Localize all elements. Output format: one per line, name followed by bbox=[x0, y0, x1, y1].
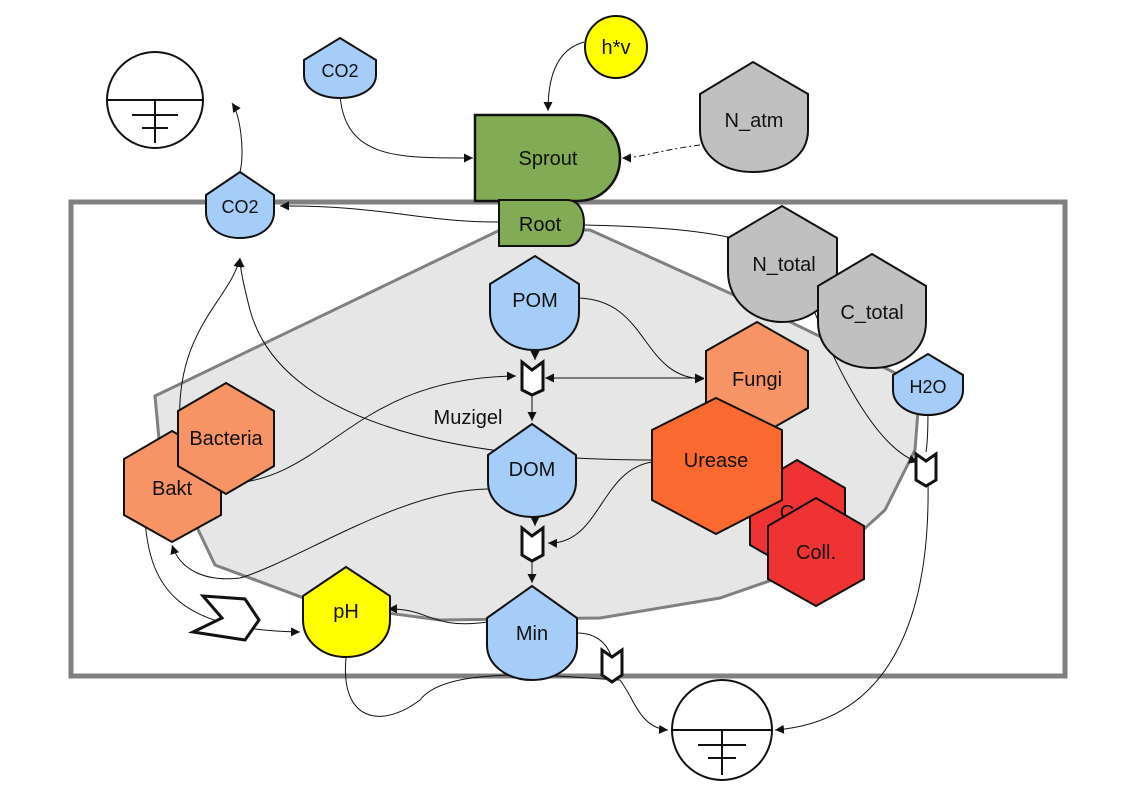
node-sprout: Sprout bbox=[473, 113, 622, 203]
node-min: Min bbox=[486, 584, 578, 682]
node-coll: Coll. bbox=[767, 496, 865, 608]
valve-icon bbox=[914, 451, 938, 488]
valve-icon bbox=[600, 647, 624, 684]
node-urease: Urease bbox=[651, 396, 783, 536]
valve-icon bbox=[520, 358, 545, 397]
valve-icon bbox=[520, 524, 545, 563]
muzigel-label: Muzigel bbox=[434, 407, 503, 429]
node-co2-top: CO2 bbox=[303, 36, 377, 100]
node-label: Min bbox=[516, 623, 548, 645]
node-label: N_total bbox=[752, 254, 815, 276]
node-root: Root bbox=[498, 199, 586, 247]
chevron-switch-icon bbox=[187, 594, 261, 642]
node-hv: h*v bbox=[584, 15, 648, 79]
node-label: Bakt bbox=[152, 478, 192, 500]
node-label: H2O bbox=[909, 377, 946, 397]
valve-icons bbox=[187, 358, 938, 684]
node-label: pH bbox=[333, 601, 359, 623]
node-label: C_total bbox=[840, 302, 903, 324]
node-h2o: H2O bbox=[892, 352, 964, 417]
node-n-atm: N_atm bbox=[699, 60, 809, 174]
node-label: DOM bbox=[509, 459, 556, 481]
node-bacteria: Bacteria bbox=[177, 381, 275, 496]
node-label: Fungi bbox=[732, 369, 782, 391]
node-label: CO2 bbox=[321, 61, 358, 81]
node-pom: POM bbox=[489, 254, 580, 352]
node-label: Bacteria bbox=[189, 428, 263, 450]
node-label: N_atm bbox=[725, 110, 784, 132]
node-dom: DOM bbox=[487, 422, 577, 519]
node-label: Sprout bbox=[519, 148, 578, 170]
node-label: h*v bbox=[602, 37, 631, 59]
node-label: Urease bbox=[684, 450, 748, 472]
ground-sink-top bbox=[106, 51, 204, 149]
ground-sink-bottom bbox=[671, 679, 773, 781]
node-label: Root bbox=[519, 214, 562, 236]
node-label: Coll. bbox=[796, 542, 836, 564]
node-n-total: N_total bbox=[727, 204, 838, 324]
node-label: POM bbox=[512, 290, 558, 312]
node-c-total: C_total bbox=[817, 252, 927, 370]
node-ph: pH bbox=[302, 565, 391, 659]
node-co2-left: CO2 bbox=[205, 170, 275, 240]
node-label: CO2 bbox=[221, 197, 258, 217]
